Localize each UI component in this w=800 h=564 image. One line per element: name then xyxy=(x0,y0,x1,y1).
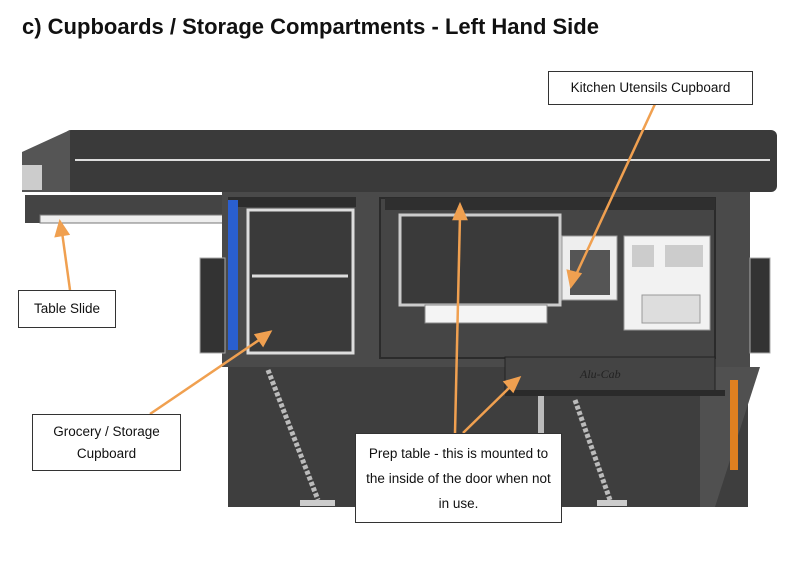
prep-table-door xyxy=(504,356,716,392)
logo: Alu-Cab xyxy=(579,367,621,381)
callout-arrows xyxy=(54,103,657,434)
callout-table-slide: Table Slide xyxy=(18,290,116,328)
callout-grocery-cupboard: Grocery / Storage Cupboard xyxy=(32,414,181,471)
grocery-cupboard xyxy=(246,208,355,355)
callout-prep-table: Prep table - this is mounted to the insi… xyxy=(355,433,562,523)
section-title: c) Cupboards / Storage Compartments - Le… xyxy=(22,14,599,39)
callout-kitchen-utensils: Kitchen Utensils Cupboard xyxy=(548,71,753,105)
